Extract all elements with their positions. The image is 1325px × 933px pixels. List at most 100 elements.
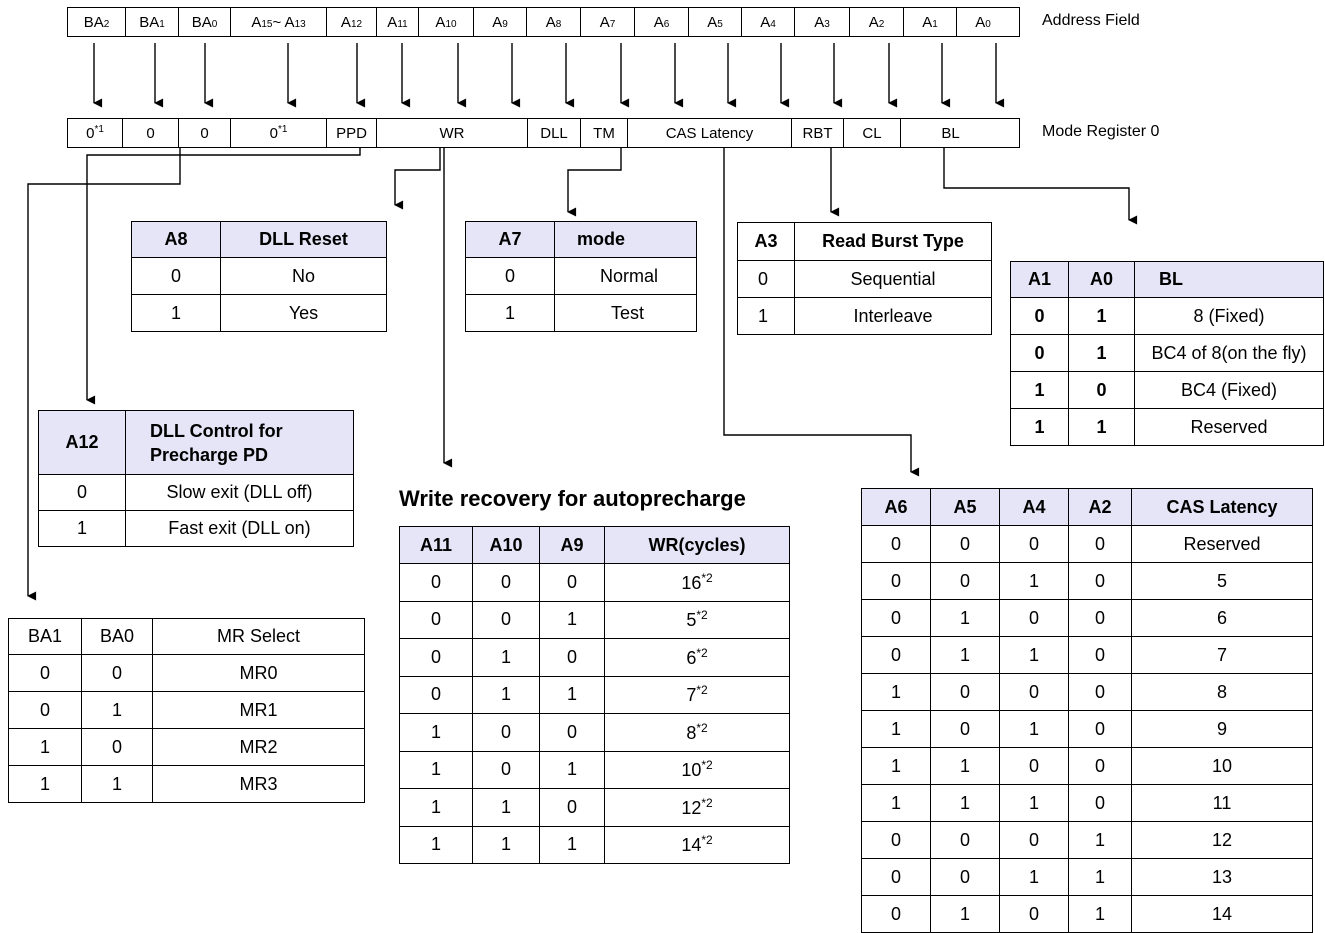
header-a4: A4	[999, 488, 1069, 526]
mr-cell-ba0: 0	[179, 119, 231, 147]
header-dll-control: DLL Control for Precharge PD	[125, 410, 354, 475]
header-a10: A10	[472, 526, 540, 564]
mr-cell-a15-a13: 0*1	[231, 119, 327, 147]
field-arrows	[27, 147, 1138, 601]
header-a6: A6	[861, 488, 931, 526]
header-bl: BL	[1134, 261, 1324, 298]
header-ba0: BA0	[81, 618, 153, 655]
mr-cell-ba1: 0	[123, 119, 179, 147]
header-a8: A8	[131, 221, 221, 258]
header-mr-select: MR Select	[152, 618, 365, 655]
header-wr-cycles: WR(cycles)	[604, 526, 790, 564]
header-a11: A11	[399, 526, 473, 564]
header-a9: A9	[539, 526, 605, 564]
header-ba1: BA1	[8, 618, 82, 655]
header-cas-latency: CAS Latency	[1131, 488, 1313, 526]
header-read-burst-type: Read Burst Type	[794, 222, 992, 261]
header-a1: A1	[1010, 261, 1069, 298]
header-a5: A5	[930, 488, 1000, 526]
header-mode: mode	[554, 221, 697, 258]
header-a2: A2	[1068, 488, 1132, 526]
mode-register-label: Mode Register 0	[1042, 123, 1160, 140]
mr-cell-tm: TM	[581, 119, 628, 147]
mr-cell-ba2: 0*1	[68, 119, 123, 147]
mr-cell-ppd: PPD	[327, 119, 377, 147]
address-field-label: Address Field	[1042, 12, 1140, 29]
mr-cell-rbt: RBT	[792, 119, 844, 147]
mr-cell-wr: WR	[377, 119, 528, 147]
address-arrows	[93, 43, 1005, 108]
mr-cell-dll: DLL	[528, 119, 581, 147]
header-a7: A7	[465, 221, 555, 258]
header-a12: A12	[38, 410, 126, 475]
mr-cell-cl: CL	[844, 119, 901, 147]
header-a3: A3	[737, 222, 795, 261]
mr-cell-bl: BL	[941, 124, 960, 142]
mode-register-row: 0*1 0 0 0*1 PPD WR DLL TM CAS Latency RB…	[67, 118, 1020, 148]
header-a0: A0	[1068, 261, 1135, 298]
mr-cell-cas-latency: CAS Latency	[628, 119, 792, 147]
header-dll-reset: DLL Reset	[220, 221, 387, 258]
